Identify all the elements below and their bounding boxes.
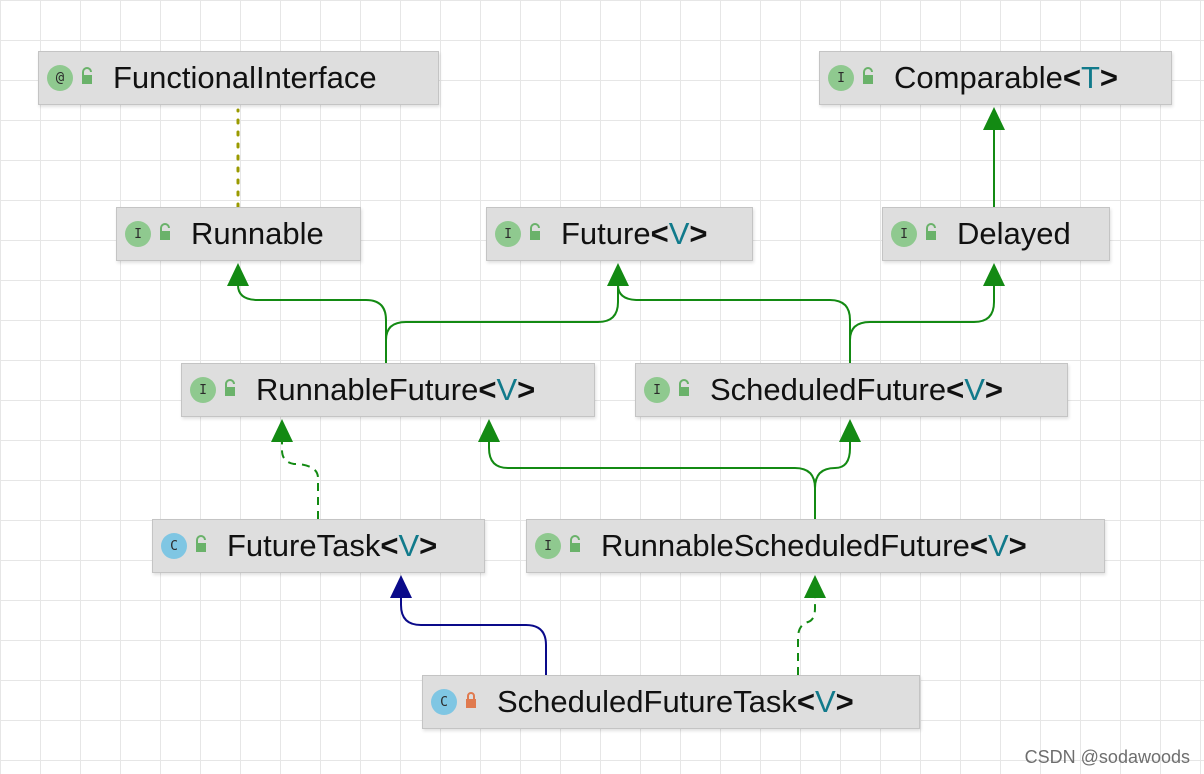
interface-icon: I [125, 221, 151, 247]
edge-runnablefuture-runnable [237, 284, 387, 363]
edge-runnablescheduledfuture-scheduledfuture [814, 441, 851, 519]
class-icon: C [431, 689, 457, 715]
class-icon: C [161, 533, 187, 559]
edge-scheduledfuturetask-futuretask [400, 597, 547, 675]
edge-scheduledfuture-future [617, 284, 851, 363]
node-label: ScheduledFutureTask<V> [497, 684, 854, 719]
node-scheduled-future-task[interactable]: C ScheduledFutureTask<V> [422, 675, 920, 729]
node-label: FutureTask<V> [227, 528, 438, 563]
edge-runnablescheduledfuture-runnablefuture [488, 441, 816, 519]
public-lock-icon [567, 534, 583, 558]
edge-scheduledfuturetask-futuretask-arrowhead [390, 575, 412, 598]
public-lock-icon [157, 222, 173, 246]
edge-runnablefuture-runnable-arrowhead [227, 263, 249, 286]
node-functional-interface[interactable]: @ FunctionalInterface [38, 51, 439, 105]
interface-icon: I [495, 221, 521, 247]
public-lock-icon [222, 378, 238, 402]
node-comparable[interactable]: I Comparable<T> [819, 51, 1172, 105]
node-label: ScheduledFuture<V> [710, 372, 1004, 407]
public-lock-icon [193, 534, 209, 558]
edge-scheduledfuturetask-runnablescheduledfuture-arrowhead [804, 575, 826, 598]
node-label: FunctionalInterface [113, 60, 377, 95]
annotation-icon: @ [47, 65, 73, 91]
interface-icon: I [190, 377, 216, 403]
interface-icon: I [644, 377, 670, 403]
node-label: RunnableScheduledFuture<V> [601, 528, 1027, 563]
edge-runnablescheduledfuture-scheduledfuture-arrowhead [839, 419, 861, 442]
node-future[interactable]: I Future<V> [486, 207, 753, 261]
node-future-task[interactable]: C FutureTask<V> [152, 519, 485, 573]
edge-scheduledfuturetask-runnablescheduledfuture [797, 597, 816, 675]
edge-delayed-comparable-arrowhead [983, 107, 1005, 130]
node-label: Delayed [957, 216, 1071, 251]
edge-runnablefuture-future-arrowhead [607, 263, 629, 286]
public-lock-icon [527, 222, 543, 246]
public-lock-icon [923, 222, 939, 246]
edge-scheduledfuture-delayed [849, 285, 995, 363]
private-lock-icon [463, 691, 479, 714]
node-label: RunnableFuture<V> [256, 372, 536, 407]
node-label: Future<V> [561, 216, 708, 251]
edge-runnablefuture-future [385, 285, 619, 363]
node-runnable-future[interactable]: I RunnableFuture<V> [181, 363, 595, 417]
node-runnable[interactable]: I Runnable [116, 207, 361, 261]
interface-icon: I [828, 65, 854, 91]
edge-futuretask-runnablefuture [281, 441, 319, 519]
edge-futuretask-runnablefuture-arrowhead [271, 419, 293, 442]
public-lock-icon [79, 66, 95, 90]
edge-scheduledfuture-delayed-arrowhead [983, 263, 1005, 286]
node-label: Comparable<T> [894, 60, 1119, 95]
public-lock-icon [676, 378, 692, 402]
node-label: Runnable [191, 216, 324, 251]
watermark: CSDN @sodawoods [1024, 747, 1190, 767]
interface-icon: I [535, 533, 561, 559]
node-runnable-scheduled-future[interactable]: I RunnableScheduledFuture<V> [526, 519, 1105, 573]
edge-runnablescheduledfuture-runnablefuture-arrowhead [478, 419, 500, 442]
node-delayed[interactable]: I Delayed [882, 207, 1110, 261]
public-lock-icon [860, 66, 876, 90]
node-scheduled-future[interactable]: I ScheduledFuture<V> [635, 363, 1068, 417]
interface-icon: I [891, 221, 917, 247]
